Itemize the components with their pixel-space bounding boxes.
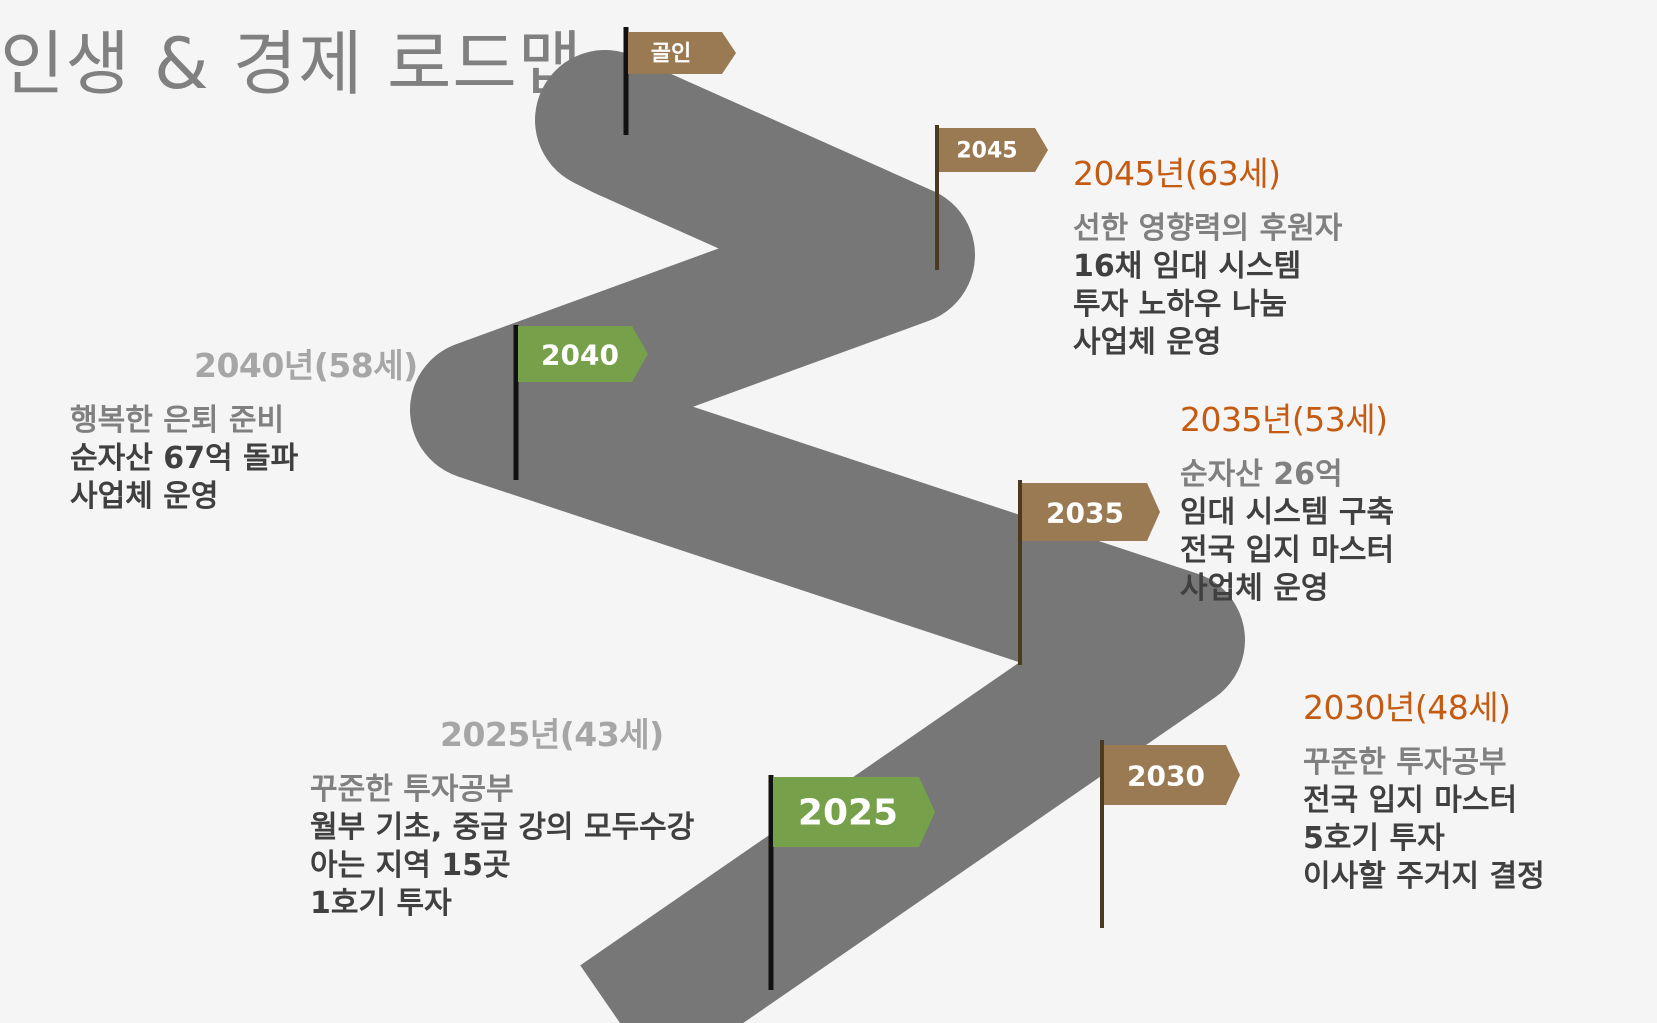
- road-cap: [535, 50, 695, 200]
- flag-2035-label: 2035: [1046, 497, 1124, 530]
- flag-2045: 2045: [935, 125, 1048, 270]
- milestone-line: 전국 입지 마스터: [1303, 783, 1518, 818]
- flag-goal-label: 골인: [651, 42, 691, 67]
- flag-banner: [1022, 483, 1160, 541]
- milestone-line: 사업체 운영: [1073, 325, 1222, 360]
- milestone-line: 꾸준한 투자공부: [310, 772, 514, 807]
- milestone-line: 1호기 투자: [310, 886, 452, 921]
- milestone-line: 사업체 운영: [70, 479, 219, 514]
- milestone-line: 투자 노하우 나눔: [1073, 287, 1288, 322]
- flag-2025: 2025: [768, 775, 935, 990]
- milestone-2040-year: 2040년(58세): [194, 346, 418, 385]
- flag-banner: [1104, 745, 1240, 805]
- milestone-line: 꾸준한 투자공부: [1303, 745, 1507, 780]
- flag-2025-label: 2025: [798, 793, 898, 834]
- flag-2030: 2030: [1100, 740, 1240, 928]
- milestone-line: 순자산 67억 돌파: [70, 441, 299, 476]
- milestone-2030-year: 2030년(48세): [1303, 688, 1511, 727]
- flag-banner: [773, 777, 935, 847]
- milestone-line: 선한 영향력의 후원자: [1073, 211, 1343, 246]
- milestone-2035-details: 순자산 26억 임대 시스템 구축 전국 입지 마스터 사업체 운영: [1180, 456, 1394, 608]
- flag-2045-label: 2045: [956, 139, 1017, 164]
- milestone-2040-details: 행복한 은퇴 준비 순자산 67억 돌파 사업체 운영: [70, 402, 418, 516]
- flag-2040: 2040: [513, 325, 648, 480]
- milestone-line: 16채 임대 시스템: [1073, 249, 1302, 284]
- milestone-line: 전국 입지 마스터: [1180, 533, 1395, 568]
- milestone-2030: 2030년(48세) 꾸준한 투자공부 전국 입지 마스터 5호기 투자 이사할…: [1303, 686, 1545, 896]
- flag-banner: [628, 32, 736, 74]
- flag-goal: 골인: [623, 27, 736, 135]
- milestone-2025-year: 2025년(43세): [440, 715, 664, 754]
- flag-2035: 2035: [1018, 480, 1160, 665]
- milestone-2045: 2045년(63세) 선한 영향력의 후원자 16채 임대 시스템 투자 노하우…: [1073, 152, 1342, 362]
- milestone-line: 이사할 주거지 결정: [1303, 859, 1545, 894]
- milestone-line: 월부 기초, 중급 강의 모두수강: [310, 810, 695, 845]
- milestone-line: 순자산 26억: [1180, 457, 1343, 492]
- flag-banner: [939, 128, 1048, 172]
- milestone-2035: 2035년(53세) 순자산 26억 임대 시스템 구축 전국 입지 마스터 사…: [1180, 398, 1394, 608]
- milestone-2040: 2040년(58세) 행복한 은퇴 준비 순자산 67억 돌파 사업체 운영: [70, 344, 418, 516]
- milestone-2045-year: 2045년(63세): [1073, 154, 1281, 193]
- milestone-line: 아는 지역 15곳: [310, 848, 511, 883]
- milestone-line: 5호기 투자: [1303, 821, 1445, 856]
- milestone-line: 임대 시스템 구축: [1180, 495, 1395, 530]
- flag-2030-label: 2030: [1127, 760, 1205, 793]
- milestone-2030-details: 꾸준한 투자공부 전국 입지 마스터 5호기 투자 이사할 주거지 결정: [1303, 744, 1545, 896]
- milestone-2035-year: 2035년(53세): [1180, 400, 1388, 439]
- flag-banner: [518, 326, 648, 382]
- milestone-2045-details: 선한 영향력의 후원자 16채 임대 시스템 투자 노하우 나눔 사업체 운영: [1073, 210, 1342, 362]
- milestone-line: 행복한 은퇴 준비: [70, 403, 285, 438]
- flag-2040-label: 2040: [541, 339, 619, 372]
- milestone-2025-details: 꾸준한 투자공부 월부 기초, 중급 강의 모두수강 아는 지역 15곳 1호기…: [310, 771, 694, 923]
- milestone-2025: 2025년(43세) 꾸준한 투자공부 월부 기초, 중급 강의 모두수강 아는…: [310, 713, 694, 923]
- milestone-line: 사업체 운영: [1180, 571, 1329, 606]
- road: [410, 66, 1245, 1023]
- page-title: 인생 & 경제 로드맵: [0, 23, 584, 105]
